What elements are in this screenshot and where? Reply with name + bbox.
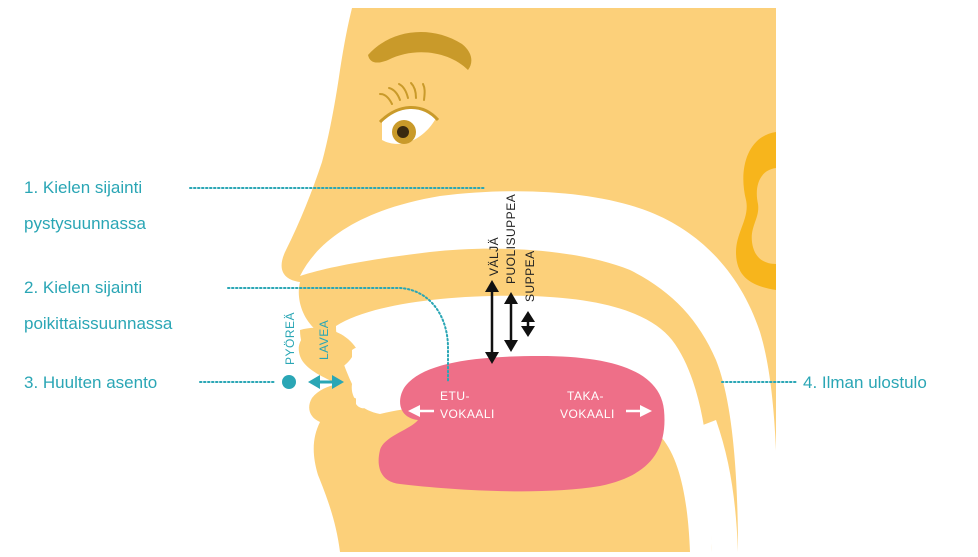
label-front-1: ETU- [440, 389, 470, 403]
label-vertical-2: pystysuunnassa [24, 214, 146, 233]
label-back-2: VOKAALI [560, 407, 615, 421]
label-half-close: PUOLISUPPEA [504, 194, 518, 284]
label-lips: 3. Huulten asento [24, 373, 157, 392]
label-horizontal-1: 2. Kielen sijainti [24, 278, 142, 297]
label-back-1: TAKA- [567, 389, 604, 403]
label-front-2: VOKAALI [440, 407, 495, 421]
label-horizontal-2: poikittaissuunnassa [24, 314, 173, 333]
circle-dot-icon [282, 375, 296, 389]
label-open: VÄLJÄ [487, 237, 501, 276]
label-air: 4. Ilman ulostulo [803, 373, 927, 392]
label-close: SUPPEA [523, 250, 537, 302]
label-rounded: PYÖREÄ [283, 312, 297, 365]
label-vertical-1: 1. Kielen sijainti [24, 178, 142, 197]
label-spread: LAVEA [317, 320, 331, 360]
